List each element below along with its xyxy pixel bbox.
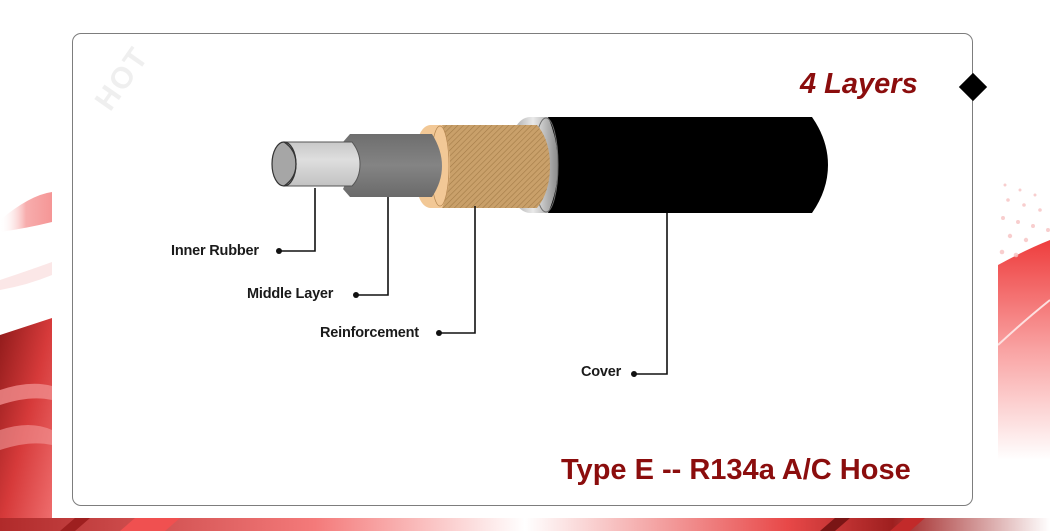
leader-inner-rubber xyxy=(279,188,316,252)
leader-cover xyxy=(634,213,668,375)
leader-middle-layer xyxy=(356,197,389,296)
label-reinforcement: Reinforcement xyxy=(320,325,419,341)
middle-layer xyxy=(343,134,442,197)
label-cover: Cover xyxy=(581,364,622,380)
label-middle-layer: Middle Layer xyxy=(247,286,334,302)
hose-type-caption: Type E -- R134a A/C Hose xyxy=(561,454,911,486)
diagram-frame xyxy=(72,33,973,506)
inner-rubber-layer xyxy=(271,141,361,187)
diagram-title: 4 Layers xyxy=(800,68,918,100)
label-inner-rubber: Inner Rubber xyxy=(171,243,259,259)
leader-reinforcement xyxy=(439,206,476,334)
cover-layer xyxy=(508,117,828,213)
